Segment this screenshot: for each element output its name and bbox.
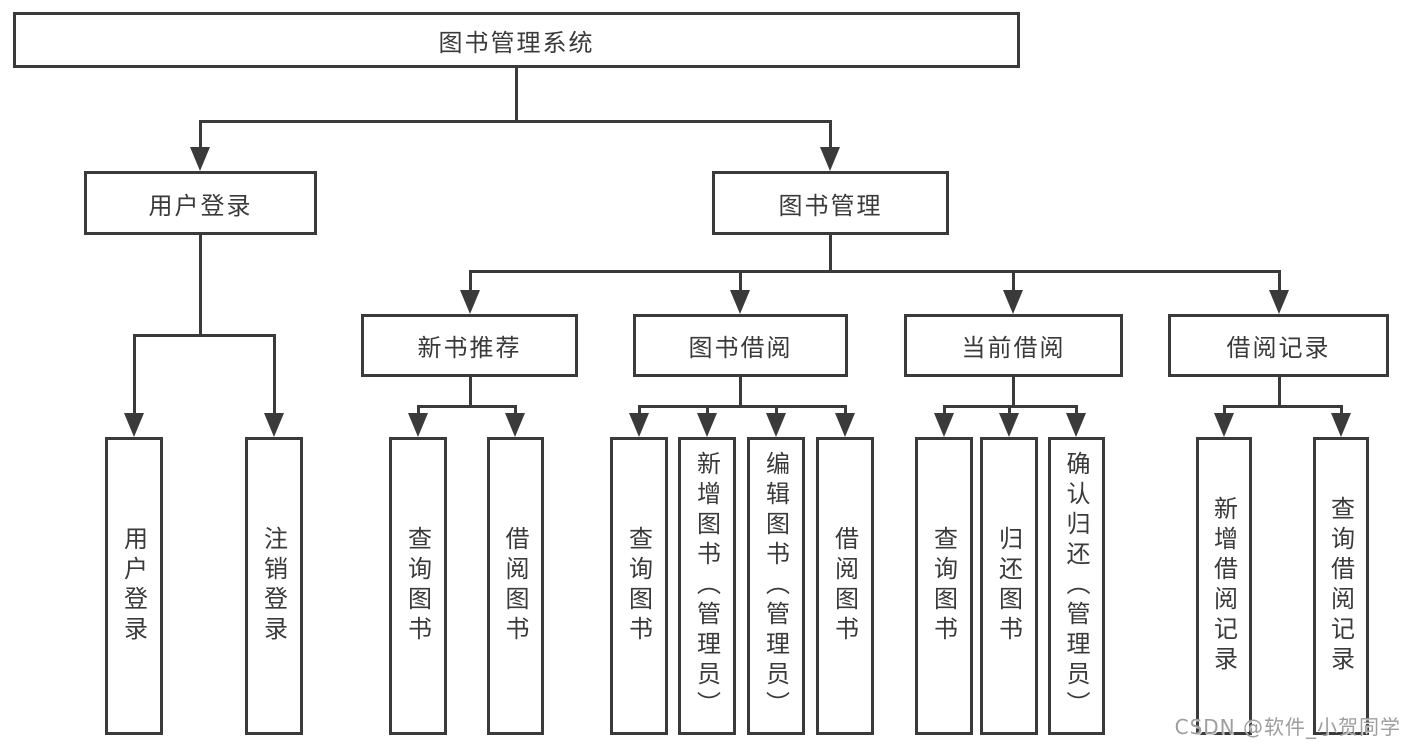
node-borrow-records: 借阅记录: [1168, 314, 1389, 377]
arrow-down-icon: [820, 147, 840, 171]
connector-line: [638, 405, 846, 408]
arrow-down-icon: [766, 413, 786, 437]
node-library-management-system: 图书管理系统: [13, 12, 1020, 68]
connector-line: [469, 376, 472, 407]
connector-line: [706, 405, 709, 415]
leaf-user-login: 用户登录: [105, 437, 163, 735]
leaf-logout: 注销登录: [245, 437, 303, 735]
connector-line: [1075, 405, 1078, 415]
arrow-down-icon: [408, 413, 428, 437]
connector-line: [1012, 270, 1015, 292]
connector-line: [199, 120, 831, 123]
csdn-watermark: CSDN @软件_小贺同学: [1174, 715, 1401, 739]
node-book-borrow: 图书借阅: [633, 314, 848, 377]
connector-line: [199, 234, 202, 336]
leaf-cb-confirm-return-admin: 确认归还（管理员）: [1048, 437, 1105, 735]
connector-line: [417, 405, 517, 408]
connector-line: [515, 66, 518, 122]
connector-line: [1278, 376, 1281, 407]
connector-line: [199, 120, 202, 149]
leaf-bb-query-books: 查询图书: [610, 437, 668, 735]
arrow-down-icon: [1269, 290, 1289, 314]
arrow-down-icon: [1331, 413, 1351, 437]
arrow-down-icon: [999, 413, 1019, 437]
arrow-down-icon: [190, 147, 210, 171]
connector-line: [1223, 405, 1342, 408]
leaf-nbr-borrow-books: 借阅图书: [487, 437, 544, 735]
node-user-login: 用户登录: [84, 171, 317, 235]
connector-line: [1340, 405, 1343, 415]
connector-line: [1223, 405, 1226, 415]
arrow-down-icon: [264, 413, 284, 437]
connector-line: [943, 405, 946, 415]
arrow-down-icon: [629, 413, 649, 437]
arrow-down-icon: [697, 413, 717, 437]
leaf-bb-edit-books-admin: 编辑图书（管理员）: [747, 437, 805, 735]
connector-line: [133, 334, 275, 337]
arrow-down-icon: [835, 413, 855, 437]
connector-line: [1012, 376, 1015, 407]
connector-line: [829, 120, 832, 149]
node-new-book-recommend: 新书推荐: [361, 314, 578, 377]
arrow-down-icon: [1003, 290, 1023, 314]
leaf-nbr-query-books: 查询图书: [389, 437, 447, 735]
arrow-down-icon: [934, 413, 954, 437]
connector-line: [417, 405, 420, 415]
arrow-down-icon: [124, 413, 144, 437]
arrow-down-icon: [460, 290, 480, 314]
node-book-management: 图书管理: [712, 171, 949, 235]
leaf-br-query-record: 查询借阅记录: [1313, 437, 1369, 735]
connector-line: [739, 376, 742, 407]
connector-line: [1278, 270, 1281, 292]
node-current-borrow: 当前借阅: [904, 314, 1123, 377]
arrow-down-icon: [1066, 413, 1086, 437]
connector-line: [775, 405, 778, 415]
leaf-br-add-record: 新增借阅记录: [1196, 437, 1252, 735]
connector-line: [739, 270, 742, 292]
arrow-down-icon: [1214, 413, 1234, 437]
arrow-down-icon: [730, 290, 750, 314]
connector-line: [1008, 405, 1011, 415]
leaf-cb-query-books: 查询图书: [915, 437, 973, 735]
connector-line: [514, 405, 517, 415]
connector-line: [273, 334, 276, 414]
leaf-cb-return-books: 归还图书: [980, 437, 1038, 735]
leaf-bb-borrow-books: 借阅图书: [816, 437, 874, 735]
connector-line: [469, 270, 1280, 273]
connector-line: [844, 405, 847, 415]
connector-line: [638, 405, 641, 415]
connector-line: [133, 334, 136, 414]
connector-line: [469, 270, 472, 292]
arrow-down-icon: [505, 413, 525, 437]
connector-line: [829, 234, 832, 272]
leaf-bb-add-books-admin: 新增图书（管理员）: [678, 437, 736, 735]
